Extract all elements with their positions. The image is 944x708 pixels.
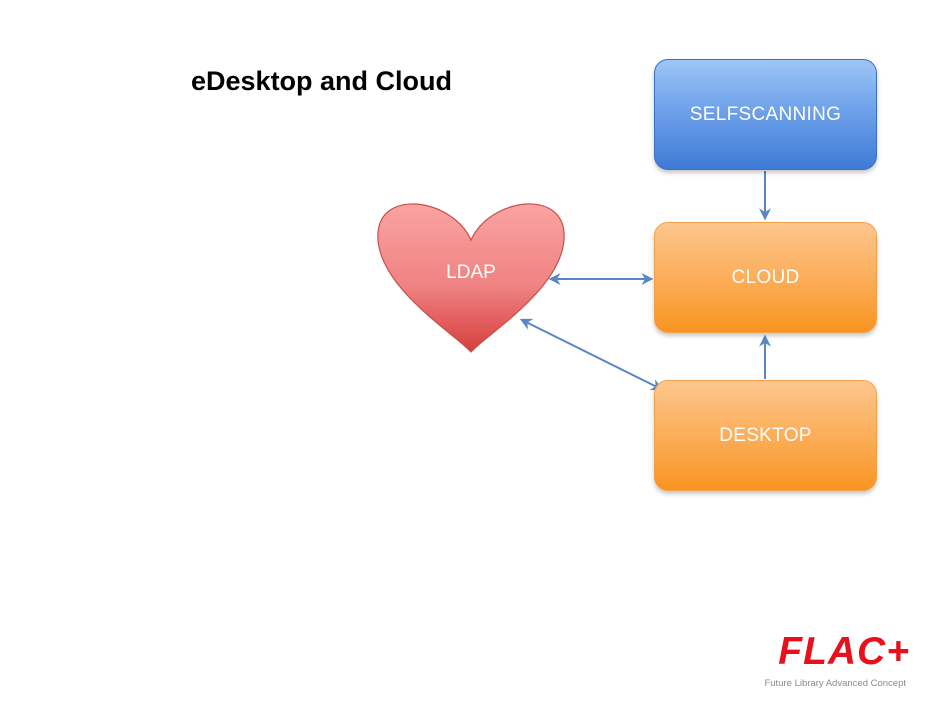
flac-logo-mark: FLAC+ — [778, 630, 910, 673]
cloud-box: CLOUD — [654, 222, 877, 333]
flac-logo-tagline: Future Library Advanced Concept — [764, 678, 906, 689]
ldap-label: LDAP — [446, 262, 496, 283]
slide-title: eDesktop and Cloud — [191, 66, 453, 96]
arrow-ldap-desktop — [519, 318, 664, 391]
selfscanning-box: SELFSCANNING — [654, 59, 877, 170]
ldap-heart-shape — [377, 203, 565, 353]
desktop-label: DESKTOP — [719, 424, 812, 446]
desktop-box: DESKTOP — [654, 380, 877, 491]
selfscanning-label: SELFSCANNING — [689, 103, 842, 125]
cloud-label: CLOUD — [731, 266, 800, 288]
flac-logo: FLAC+ Future Library Advanced Concept — [760, 630, 920, 690]
